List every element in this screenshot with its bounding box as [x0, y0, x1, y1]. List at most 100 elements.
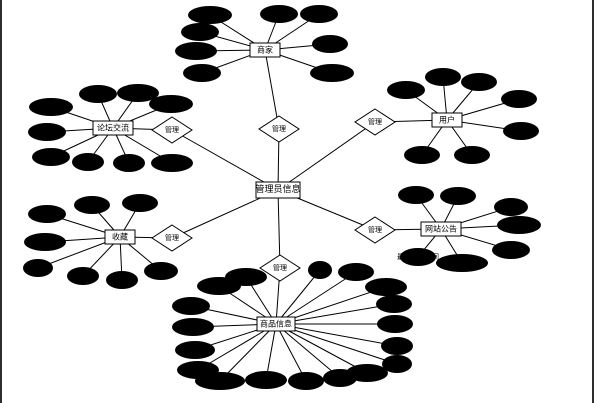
- attribute-ellipse: [461, 73, 497, 91]
- attribute-link-product: [275, 269, 321, 325]
- attribute-ellipse: [377, 315, 413, 333]
- attribute-label: 状态: [122, 158, 136, 167]
- attribute-label: 类型: [76, 271, 90, 280]
- attribute-ellipse: [398, 186, 434, 204]
- attribute-ellipse: [144, 262, 178, 280]
- attribute-label: 图片: [115, 275, 129, 284]
- attribute-ellipse: [436, 254, 488, 272]
- attribute-label: 商品分类: [205, 281, 233, 290]
- attribute-label: 用户id: [82, 200, 102, 209]
- attribute-ellipse: [172, 318, 214, 336]
- attribute-ellipse: [23, 259, 53, 277]
- attribute-ellipse: [106, 271, 138, 289]
- attribute-ellipse: [382, 355, 412, 373]
- attribute-ellipse: [381, 337, 413, 355]
- center-link-forum: [171, 129, 279, 191]
- attribute-ellipse: [338, 263, 374, 281]
- attribute-label: 最近点击时间: [397, 252, 439, 261]
- attribute-ellipse: [151, 154, 193, 172]
- attribute-label: 店铺名: [181, 301, 202, 310]
- attribute-ellipse: [503, 122, 539, 140]
- attribute-ellipse: [454, 146, 490, 164]
- attribute-ellipse: [346, 364, 388, 382]
- attribute-label: 负责人: [309, 9, 330, 18]
- attribute-label: 评论数: [296, 376, 317, 385]
- attribute-ellipse: [181, 23, 219, 41]
- attribute-label: 点击次数: [252, 375, 280, 384]
- attribute-label: 用户名: [41, 152, 62, 161]
- entity-box-user: [431, 112, 463, 128]
- attribute-label: 收藏数: [357, 368, 378, 377]
- attribute-ellipse: [404, 146, 440, 164]
- attribute-link-product: [275, 303, 395, 325]
- attribute-ellipse: [195, 372, 245, 390]
- attribute-ellipse: [308, 261, 332, 279]
- attribute-ellipse: [376, 295, 412, 313]
- attribute-label: 商品id: [37, 209, 57, 218]
- attribute-label: 手机: [512, 94, 526, 103]
- attribute-link-product: [197, 323, 277, 371]
- attribute-label: 最近点击时间: [199, 376, 241, 385]
- attribute-label: 父节点id: [37, 103, 64, 111]
- attribute-ellipse: [117, 84, 159, 102]
- attribute-ellipse: [183, 64, 221, 82]
- attribute-ellipse: [494, 198, 528, 216]
- relationship-diamond: [151, 224, 193, 252]
- entity-box-merchant: [249, 42, 281, 58]
- attribute-ellipse: [497, 216, 541, 234]
- attribute-ellipse: [74, 196, 110, 214]
- attribute-ellipse: [260, 5, 298, 23]
- attribute-ellipse: [172, 297, 210, 315]
- attribute-label: 备注: [31, 263, 45, 272]
- entity-label: 网站公告: [425, 224, 457, 234]
- attribute-label: 商品介绍: [181, 345, 209, 354]
- attribute-label: 单价: [387, 299, 401, 308]
- attribute-link-product: [275, 323, 398, 365]
- attribute-ellipse: [32, 148, 70, 166]
- attribute-label: 联系电话: [372, 282, 400, 291]
- attribute-label: 用户id: [37, 127, 57, 136]
- attribute-label: 点击次数: [448, 258, 476, 267]
- attribute-label: 密码: [399, 85, 413, 94]
- attribute-label: 跌: [317, 265, 324, 274]
- entity-label: 商品信息: [260, 319, 292, 329]
- relationship-label: 管理: [368, 117, 382, 126]
- attribute-label: 余额: [323, 39, 337, 48]
- attribute-label: 名称: [133, 198, 147, 207]
- attribute-ellipse: [175, 42, 217, 60]
- attribute-label: 发布时间: [505, 220, 533, 229]
- attribute-ellipse: [400, 248, 436, 266]
- relationship-link-merchant: [264, 49, 280, 130]
- center-entity-label: 管理员信息: [255, 183, 300, 195]
- attribute-label: 内容: [409, 190, 423, 199]
- attribute-ellipse: [24, 233, 66, 251]
- attribute-label: 性别: [415, 150, 429, 159]
- attribute-label: 口味: [349, 267, 363, 276]
- attribute-link-product: [265, 323, 277, 381]
- attribute-label: 商家账号: [196, 10, 224, 19]
- attribute-ellipse: [312, 35, 348, 53]
- attribute-label: 账号: [514, 126, 528, 135]
- attribute-label: 帖子标题: [124, 88, 152, 97]
- attribute-label: 帖子内容: [84, 89, 112, 98]
- entity-box-forum: [92, 120, 134, 136]
- attribute-link-product: [275, 323, 398, 347]
- relationship-diamond: [151, 116, 193, 144]
- attribute-ellipse: [72, 153, 104, 171]
- attribute-label: 姓名: [436, 72, 450, 81]
- attribute-ellipse: [28, 205, 66, 223]
- entity-label: 用户: [439, 115, 455, 125]
- entity-label: 收藏: [112, 232, 128, 242]
- attribute-ellipse: [288, 372, 324, 390]
- attribute-label: 封面: [195, 68, 209, 77]
- attribute-ellipse: [387, 81, 425, 99]
- attribute-label: 封面: [504, 245, 518, 254]
- relationship-diamond: [354, 108, 396, 136]
- attribute-label: 店铺地址: [182, 46, 210, 55]
- attribute-ellipse: [310, 64, 354, 82]
- attribute-label: 余额: [465, 150, 479, 159]
- attribute-ellipse: [440, 187, 476, 205]
- attribute-label: 标题: [451, 191, 465, 200]
